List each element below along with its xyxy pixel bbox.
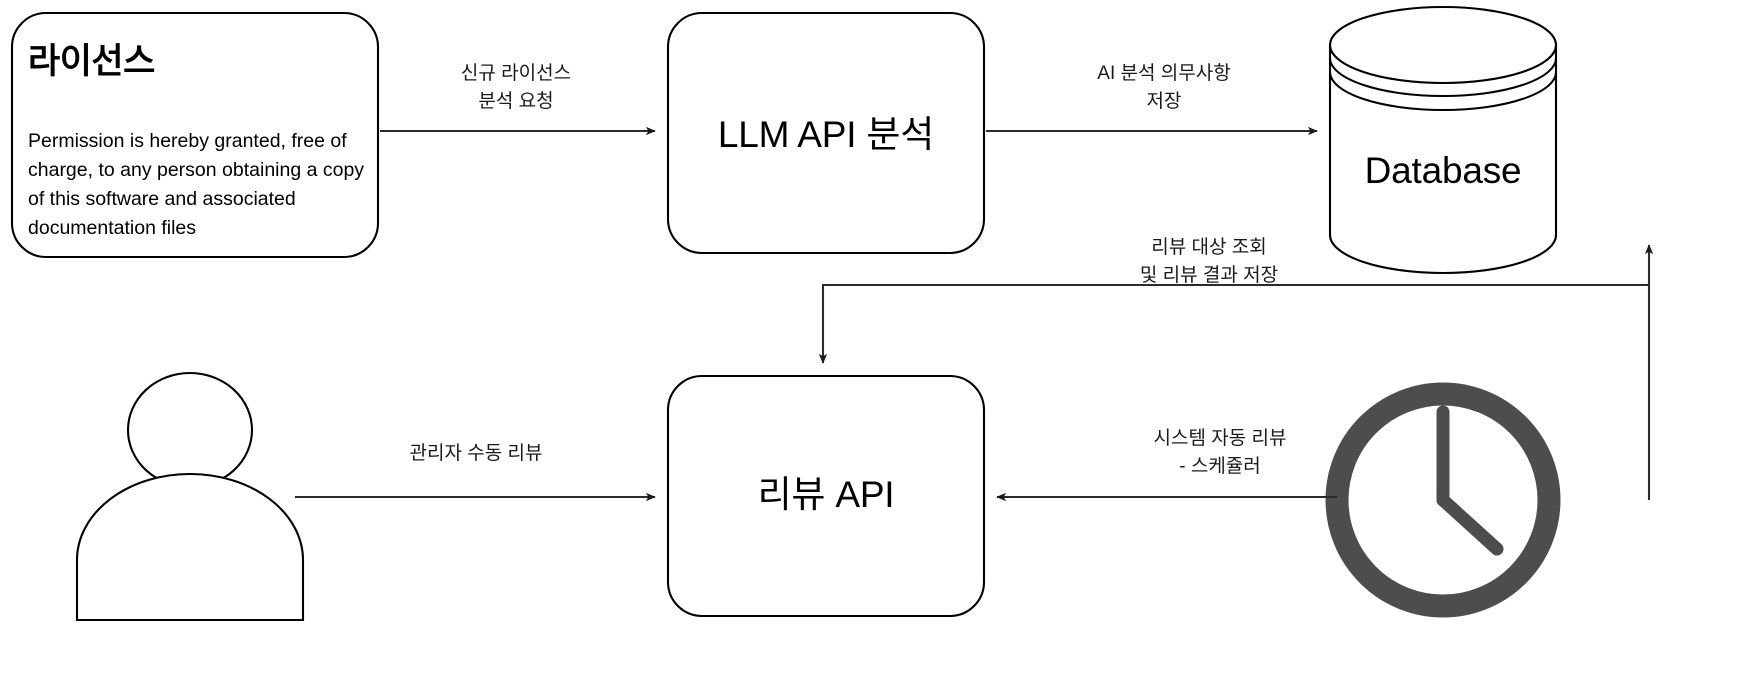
edge-label-license-to-llm: 신규 라이선스 분석 요청 — [460, 63, 572, 112]
edge-label-database-to-review: 리뷰 대상 조회 및 리뷰 결과 저장 — [1139, 237, 1279, 286]
llm-api-label: LLM API 분석 — [717, 114, 935, 155]
review-api-label: 리뷰 API — [757, 474, 895, 515]
edge-label-llm-to-database: AI 분석 의무사항 저장 — [1097, 63, 1231, 112]
license-body-text: Permission is hereby granted, free of ch… — [28, 130, 365, 239]
edge-database-to-review — [818, 283, 1649, 364]
llm-api-box[interactable] — [666, 11, 986, 255]
edge-label-clock-to-review: 시스템 자동 리뷰 - 스케쥴러 — [1153, 428, 1287, 477]
license-title: 라이선스 — [28, 42, 155, 81]
edge-label-admin-to-review: 관리자 수동 리뷰 — [409, 443, 543, 464]
scheduler-clock-icon[interactable] — [1325, 382, 1561, 618]
admin-actor-icon[interactable] — [75, 371, 305, 622]
review-api-box[interactable] — [666, 374, 986, 618]
license-box[interactable] — [10, 11, 380, 259]
database-label: Database — [1364, 150, 1522, 191]
database-cylinder[interactable] — [1328, 5, 1558, 275]
